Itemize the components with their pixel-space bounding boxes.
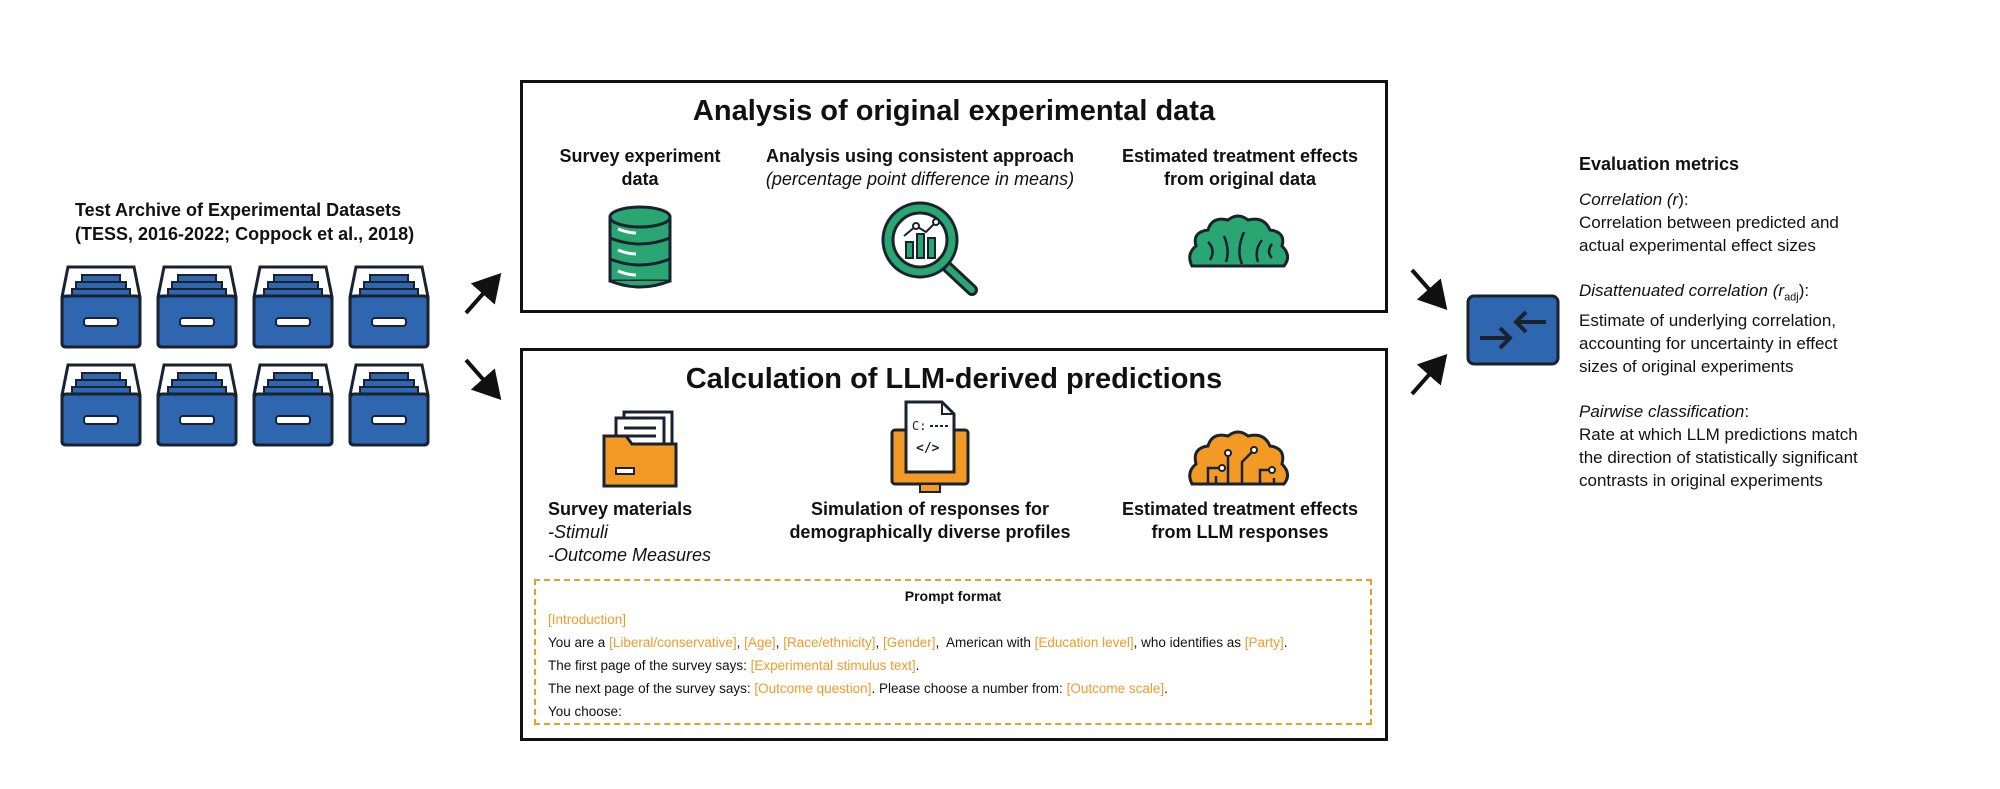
metric-subscript: adj (1784, 291, 1799, 304)
simulation-label-line1: Simulation of responses for (810, 499, 1050, 519)
svg-text:</>: </> (916, 441, 940, 456)
arrow-archive-to-top (464, 273, 502, 315)
prompt-placeholder-question: [Outcome question] (754, 681, 872, 696)
prompt-text: , who identifies as (1133, 635, 1245, 650)
prompt-placeholder-age: [Age] (744, 635, 776, 650)
prompt-format-box: Prompt format [Introduction] You are a [… (534, 579, 1372, 725)
compare-arrows-icon (1466, 294, 1560, 366)
metric-disattenuated-desc: Estimate of underlying correlation, acco… (1579, 311, 1838, 377)
prompt-text: You are a (548, 635, 610, 650)
metric-pairwise: Pairwise classification: Rate at which L… (1579, 400, 1879, 492)
brain-icon (1188, 214, 1289, 268)
archive-title-line1: Test Archive of Experimental Datasets (75, 200, 402, 220)
analysis-approach-label-line1: Analysis using consistent approach (765, 146, 1075, 166)
metric-name-text: Pairwise classification (1579, 402, 1745, 422)
prompt-format-title: Prompt format (904, 588, 1002, 604)
survey-materials-outcomes: -Outcome Measures (548, 545, 712, 565)
metric-name-text: Correlation ( (1579, 190, 1673, 209)
analysis-approach-label: Analysis using consistent approach (perc… (760, 145, 1080, 191)
prompt-text: . Please choose a number from: (871, 681, 1067, 696)
magnifier-chart-icon (881, 201, 978, 296)
archive-title: Test Archive of Experimental Datasets (T… (75, 198, 414, 246)
prompt-text: . (1164, 681, 1168, 696)
survey-data-label-line2: data (621, 169, 659, 189)
prompt-line-outcome: The next page of the survey says: [Outco… (548, 677, 1358, 700)
metric-disattenuated-name: Disattenuated correlation (radj): (1579, 279, 1879, 309)
prompt-placeholder-race: [Race/ethnicity] (783, 635, 876, 650)
prompt-line-profile: You are a [Liberal/conservative], [Age],… (548, 631, 1358, 654)
prompt-placeholder-education: [Education level] (1034, 635, 1134, 650)
database-icon (608, 205, 672, 289)
metric-correlation-name: Correlation (r): (1579, 188, 1879, 211)
llm-predictions-panel-title: Calculation of LLM-derived predictions (685, 363, 1223, 395)
svg-text:C:: C: (912, 419, 926, 433)
survey-materials-title: Survey materials (548, 499, 693, 519)
circuit-brain-icon (1188, 430, 1289, 486)
prompt-text: The next page of the survey says: (548, 681, 755, 696)
metric-name-text: ): (1798, 281, 1810, 300)
simulation-label-line2: demographically diverse profiles (789, 522, 1071, 542)
prompt-placeholder-scale: [Outcome scale] (1066, 681, 1165, 696)
evaluation-metrics-title: Evaluation metrics (1579, 154, 1740, 174)
prompt-introduction: [Introduction] (548, 612, 627, 627)
prompt-text: , (875, 635, 884, 650)
original-effects-label: Estimated treatment effects from origina… (1110, 145, 1370, 191)
arrow-bottom-to-compare (1410, 354, 1448, 396)
metric-pairwise-desc: Rate at which LLM predictions match the … (1579, 425, 1858, 491)
prompt-text: , American with (935, 635, 1035, 650)
metric-name-text: Disattenuated correlation ( (1579, 281, 1779, 300)
prompt-line-choose: You choose: (548, 704, 622, 719)
metric-correlation: Correlation (r): Correlation between pre… (1579, 188, 1879, 257)
analysis-approach-label-line2: (percentage point difference in means) (765, 169, 1075, 189)
prompt-text: , (775, 635, 784, 650)
llm-effects-label: Estimated treatment effects from LLM res… (1110, 498, 1370, 544)
metric-correlation-desc: Correlation between predicted and actual… (1579, 213, 1839, 255)
llm-effects-label-line2: from LLM responses (1151, 522, 1329, 542)
metric-disattenuated: Disattenuated correlation (radj): Estima… (1579, 279, 1879, 378)
original-effects-label-line1: Estimated treatment effects (1121, 146, 1359, 166)
metric-pairwise-name: Pairwise classification: (1579, 400, 1879, 423)
arrow-archive-to-bottom (464, 358, 502, 400)
prompt-placeholder-party: [Party] (1244, 635, 1284, 650)
metric-name-text: : (1744, 402, 1750, 422)
prompt-text: , (736, 635, 745, 650)
prompt-placeholder-stimulus: [Experimental stimulus text] (750, 658, 916, 673)
computer-code-icon: C: </> (890, 400, 970, 493)
metric-name-text: ): (1678, 190, 1689, 209)
original-effects-label-line2: from original data (1163, 169, 1316, 189)
llm-effects-label-line1: Estimated treatment effects (1121, 499, 1359, 519)
survey-data-label: Survey experiment data (540, 145, 740, 191)
metric-symbol: r (1778, 281, 1785, 300)
arrow-top-to-compare (1410, 268, 1448, 310)
survey-data-label-line1: Survey experiment (559, 146, 721, 166)
evaluation-metrics: Evaluation metrics Correlation (r): Corr… (1579, 153, 1879, 514)
survey-materials-label: Survey materials -Stimuli -Outcome Measu… (548, 498, 748, 567)
prompt-text: . (1283, 635, 1288, 650)
prompt-text: The first page of the survey says: (548, 658, 751, 673)
survey-materials-stimuli: -Stimuli (548, 522, 609, 542)
prompt-placeholder-gender: [Gender] (883, 635, 936, 650)
prompt-placeholder-ideology: [Liberal/conservative] (609, 635, 737, 650)
original-data-panel-title: Analysis of original experimental data (692, 95, 1216, 127)
metric-symbol: r (1672, 190, 1679, 209)
archive-title-line2: (TESS, 2016-2022; Coppock et al., 2018) (75, 224, 415, 244)
prompt-text: . (915, 658, 920, 673)
folder-documents-icon (602, 410, 678, 488)
prompt-line-stimulus: The first page of the survey says: [Expe… (548, 654, 1358, 677)
simulation-label: Simulation of responses for demographica… (780, 498, 1080, 544)
